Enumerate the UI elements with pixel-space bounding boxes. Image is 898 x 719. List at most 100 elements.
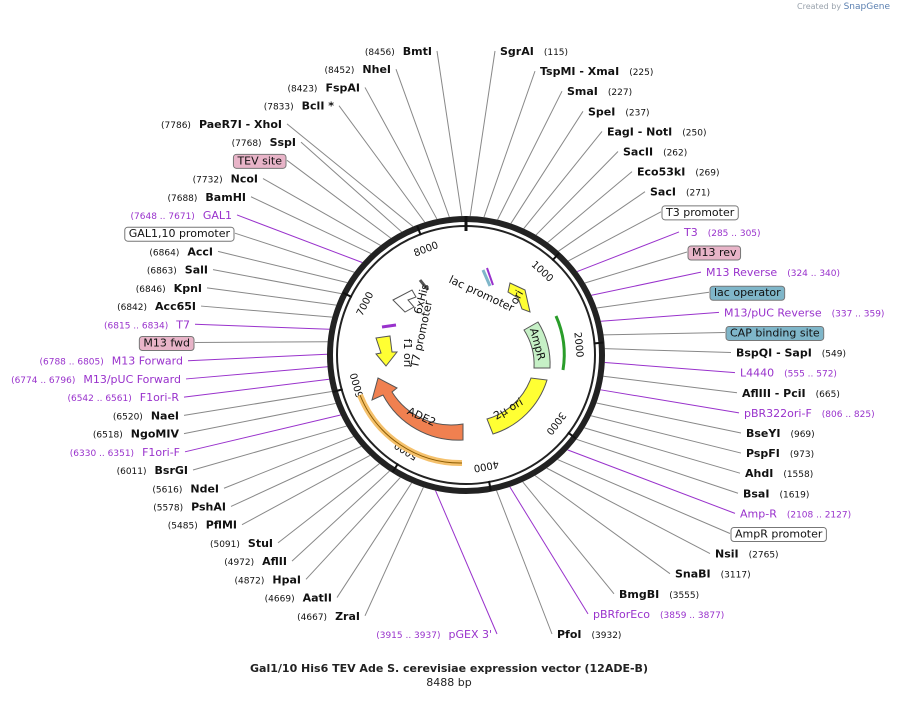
tick-2000 [593,341,604,345]
map-label-m13-puc-reverse[interactable]: M13/pUC Reverse(337 .. 359) [724,306,884,319]
snapgene-logo-text: SnapGene [843,2,890,12]
map-label-pbrforeco[interactable]: pBRforEco(3859 .. 3877) [593,608,724,621]
f1ori-feature[interactable] [375,335,399,367]
label-name: BsrGI [155,464,188,477]
map-label-sgrai[interactable]: SgrAI(115) [500,45,568,58]
map-label-bmgbi[interactable]: BmgBI(3555) [619,588,699,601]
map-label-acc65i[interactable]: Acc65I(6842) [117,300,196,313]
map-label-ndei[interactable]: NdeI(5616) [152,482,219,495]
map-label-bsrgi[interactable]: BsrGI(6011) [117,464,188,477]
m13-fwd-marker [381,323,397,329]
map-label-t7[interactable]: T7(6815 .. 6834) [104,318,190,331]
map-label-eagi-noti[interactable]: EagI - NotI(250) [607,125,706,138]
map-label-m13-forward[interactable]: M13 Forward(6788 .. 6805) [39,355,183,368]
map-label-aflii[interactable]: AflII(4972) [224,555,287,568]
map-label-gal1[interactable]: GAL1(7648 .. 7671) [131,209,232,222]
leader-saci [558,191,646,252]
map-label-bmti[interactable]: BmtI(8456) [365,45,432,58]
map-label-bsai[interactable]: BsaI(1619) [743,487,809,500]
map-label-pfoi[interactable]: PfoI(3932) [557,628,621,641]
map-label-kpni[interactable]: KpnI(6846) [136,282,202,295]
map-label-f1ori-r[interactable]: F1ori-R(6542 .. 6561) [67,391,179,404]
map-label-l4440[interactable]: L4440(555 .. 572) [740,367,837,380]
map-label-pshai[interactable]: PshAI(5578) [153,500,226,513]
label-position: (3859 .. 3877) [660,611,724,621]
map-label-pgex-3[interactable]: pGEX 3'(3915 .. 3937) [376,628,492,641]
map-label-saci[interactable]: SacI(271) [650,186,710,199]
map-label-cap-binding-site[interactable]: CAP binding site [725,325,825,341]
map-label-amp-r[interactable]: Amp-R(2108 .. 2127) [740,507,851,520]
map-label-t3[interactable]: T3(285 .. 305) [683,226,761,239]
tick-label-2000: 2000 [571,332,584,358]
map-label-m13-rev[interactable]: M13 rev [687,245,742,261]
map-label-pbr322ori-f[interactable]: pBR322ori-F(806 .. 825) [744,407,875,420]
map-label-gal1-10-promoter[interactable]: GAL1,10 promoter [124,226,235,242]
map-label-m13-reverse[interactable]: M13 Reverse(324 .. 340) [706,266,840,279]
6xhis-arrow[interactable] [392,289,417,313]
map-label-pspfi[interactable]: PspFI(973) [746,447,814,460]
map-label-ncoi[interactable]: NcoI(7732) [193,173,258,186]
created-by-text: Created by [797,2,842,11]
leader-f1ori-f [184,414,341,453]
map-label-t3-promoter[interactable]: T3 promoter [661,205,739,221]
map-label-eco53ki[interactable]: Eco53kI(269) [637,166,720,179]
map-label-paer7i-xhoi[interactable]: PaeR7I - XhoI(7786) [161,118,282,131]
map-label-tspmi-xmai[interactable]: TspMI - XmaI(225) [540,65,653,78]
map-label-tev-site[interactable]: TEV site [232,153,287,169]
map-label-m13-fwd[interactable]: M13 fwd [138,336,195,351]
map-label-hpai[interactable]: HpaI(4872) [234,573,301,586]
map-label-ngomiv[interactable]: NgoMIV(6518) [93,428,180,441]
map-label-afliii-pcii[interactable]: AflIII - PciI(665) [742,387,840,400]
label-position: (8423) [288,84,318,94]
map-label-acci[interactable]: AccI(6864) [149,245,213,258]
map-label-stui[interactable]: StuI(5091) [210,537,273,550]
label-position: (4667) [297,613,327,623]
map-label-ampr-promoter[interactable]: AmpR promoter [730,526,827,542]
ade2-feature[interactable] [371,377,464,441]
label-name: StuI [248,537,273,550]
label-name: Eco53kI [637,166,685,179]
map-label-nsii[interactable]: NsiI(2765) [715,548,779,561]
map-label-naei[interactable]: NaeI(6520) [113,409,179,422]
map-label-bcli[interactable]: BclI *(7833) [264,100,335,113]
right-labels[interactable]: SgrAI(115) TspMI - XmaI(225) SmaI(227) SpeI… [500,45,884,641]
plasmid-backbone-inner [336,225,596,485]
ori-feature[interactable] [507,282,531,313]
map-label-sacii[interactable]: SacII(262) [623,146,687,159]
label-position: (271) [686,189,710,199]
map-label-zrai[interactable]: ZraI(4667) [297,610,360,623]
map-label-sspi[interactable]: SspI(7768) [232,136,296,149]
map-label-f1ori-f[interactable]: F1ori-F(6330 .. 6351) [70,446,180,459]
label-box [730,526,827,542]
2micron-feature[interactable] [486,377,548,435]
label-position: (285 .. 305) [708,229,761,239]
leader-gal1 [236,214,363,263]
label-position: (2108 .. 2127) [787,510,851,520]
map-label-m13-puc-forward[interactable]: M13/pUC Forward(6774 .. 6796) [11,373,181,386]
feature-arcs[interactable] [357,267,566,467]
leader-bmti [436,50,463,217]
map-label-fspai[interactable]: FspAI(8423) [288,81,360,94]
label-position: (6815 .. 6834) [104,321,168,331]
map-label-pflmi[interactable]: PflMI(5485) [168,519,237,532]
ampr-feature[interactable] [523,321,551,369]
map-label-bseyi[interactable]: BseYI(969) [746,427,815,440]
tick-6000 [332,388,343,393]
map-label-nhei[interactable]: NheI(8452) [324,63,391,76]
leader-bsai [576,438,739,494]
left-labels[interactable]: BmtI(8456) NheI(8452) FspAI(8423) BclI *(78… [11,45,492,641]
map-label-bamhi[interactable]: BamHI(7688) [167,191,246,204]
map-label-smai[interactable]: SmaI(227) [567,85,632,98]
map-label-bspqi-sapi[interactable]: BspQI - SapI(549) [736,347,846,360]
map-label-snabi[interactable]: SnaBI(3117) [675,568,751,581]
map-label-aatii[interactable]: AatII(4669) [265,592,332,605]
map-label-sali[interactable]: SalI(6863) [147,264,208,277]
leader-m13-puc-reverse [600,311,720,322]
map-label-spei[interactable]: SpeI(237) [588,105,650,118]
map-label-ahdi[interactable]: AhdI(1558) [745,467,813,480]
leader-pspfi [590,415,742,454]
label-name: CAP binding site [730,326,820,339]
label-name: AccI [187,245,213,258]
map-label-lac-operator[interactable]: lac operator [709,285,786,301]
